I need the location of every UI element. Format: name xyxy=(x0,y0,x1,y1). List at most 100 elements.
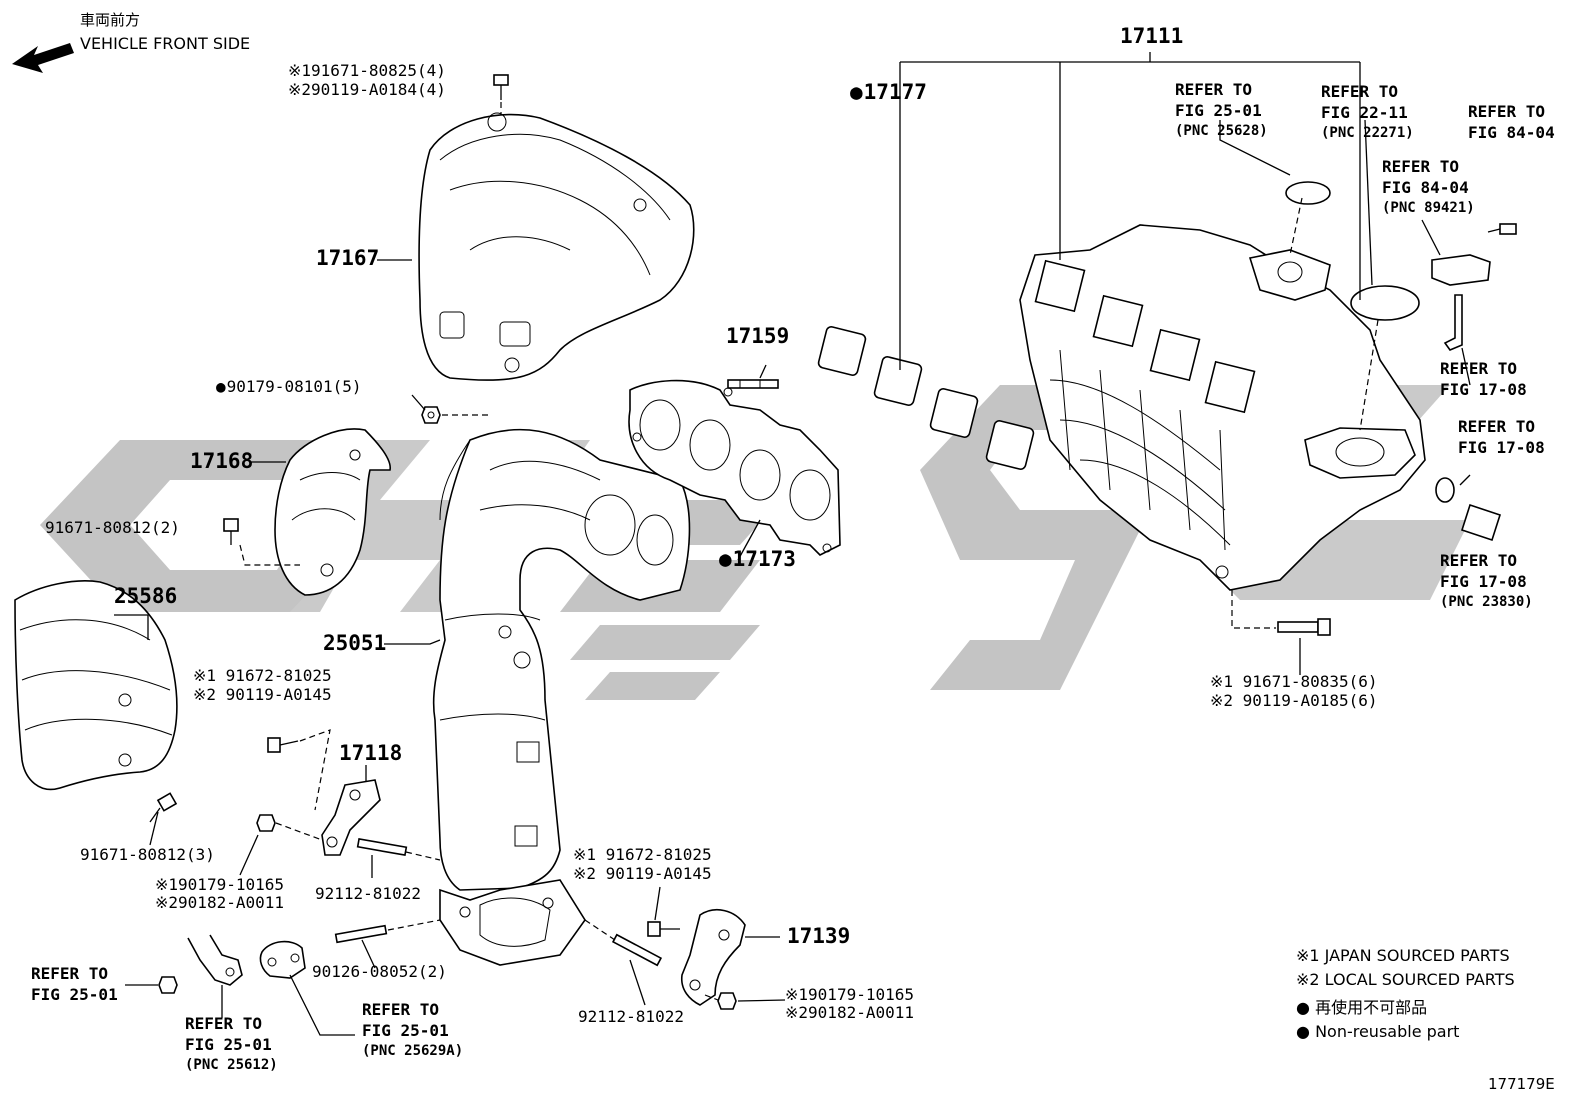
intake-gasket-17177 xyxy=(817,326,1035,470)
clamp-icon xyxy=(187,934,243,986)
front-label-en: VEHICLE FRONT SIDE xyxy=(80,34,251,53)
legend-non-reusable-jp-text: 再使用不可部品 xyxy=(1315,998,1428,1017)
refer-pnc: (PNC 25628) xyxy=(1175,123,1268,139)
stud-icon xyxy=(356,837,408,857)
refer-fig: FIG 17-08 xyxy=(1458,438,1545,457)
refer-line: REFER TO xyxy=(31,964,109,983)
o-ring-icon xyxy=(1350,285,1420,321)
stud-icon xyxy=(611,933,663,967)
fastener-right-bolt-jp[interactable]: ※1 91672-81025 xyxy=(573,845,712,864)
refer-fig-84-04-a[interactable]: REFER TO FIG 84-04 xyxy=(1468,101,1555,143)
exhaust-manifold-converter-25051 xyxy=(432,428,691,966)
refer-fig: FIG 25-01 xyxy=(185,1035,272,1054)
refer-fig: FIG 17-08 xyxy=(1440,380,1527,399)
refer-line: REFER TO xyxy=(362,1000,440,1019)
refer-fig: FIG 22-11 xyxy=(1321,103,1408,122)
refer-line: REFER TO xyxy=(1175,80,1253,99)
fastener-right-bolt-local[interactable]: ※2 90119-A0145 xyxy=(573,864,712,883)
refer-fig: FIG 17-08 xyxy=(1440,572,1527,591)
refer-pnc: (PNC 25629A) xyxy=(362,1043,464,1059)
refer-fig-25-01-b[interactable]: REFER TO FIG 25-01 xyxy=(31,963,118,1005)
refer-fig: FIG 84-04 xyxy=(1468,123,1555,142)
o-ring-icon xyxy=(1285,181,1331,205)
bolt-icon xyxy=(493,74,509,100)
pnc-17173[interactable]: 17173 xyxy=(719,549,796,570)
refer-line: REFER TO xyxy=(1458,417,1536,436)
bracket-17139 xyxy=(680,909,746,1006)
hose-icon xyxy=(1435,477,1502,542)
legend-non-reusable-en: ● Non-reusable part xyxy=(1296,1020,1459,1044)
refer-line: REFER TO xyxy=(185,1014,263,1033)
fastener-left-nut-jp[interactable]: ※190179-10165 xyxy=(155,875,284,894)
refer-line: REFER TO xyxy=(1382,157,1460,176)
bolt-icon xyxy=(267,737,299,753)
stud-icon xyxy=(727,379,779,389)
bolt-icon xyxy=(223,518,239,545)
fastener-left-nut-local[interactable]: ※290182-A0011 xyxy=(155,893,284,912)
figure-id: 177179E xyxy=(1488,1075,1555,1093)
fastener-90179-08101[interactable]: 90179-08101(5) xyxy=(216,377,362,397)
gasket-icon xyxy=(259,940,306,979)
refer-fig: FIG 84-04 xyxy=(1382,178,1469,197)
refer-line: REFER TO xyxy=(1440,359,1518,378)
nut-icon xyxy=(158,976,178,994)
heat-insulator-17167 xyxy=(418,112,695,381)
bolt-icon xyxy=(647,921,680,937)
refer-fig-22-11[interactable]: REFER TO FIG 22-11 (PNC 22271) xyxy=(1321,81,1414,144)
refer-fig: FIG 25-01 xyxy=(362,1021,449,1040)
fastener-intake-jp[interactable]: ※1 91671-80835(6) xyxy=(1210,672,1378,691)
sensor-icon xyxy=(1431,223,1517,351)
refer-fig: FIG 25-01 xyxy=(1175,101,1262,120)
pnc-25051[interactable]: 25051 xyxy=(323,631,387,655)
refer-line: REFER TO xyxy=(1321,82,1399,101)
refer-fig-84-04-b[interactable]: REFER TO FIG 84-04 (PNC 89421) xyxy=(1382,156,1475,219)
pnc-17168[interactable]: 17168 xyxy=(190,449,254,473)
fastener-right-nut-jp[interactable]: ※190179-10165 xyxy=(785,985,914,1004)
fastener-92112-left[interactable]: 92112-81022 xyxy=(315,884,421,903)
pnc-17111[interactable]: 17111 xyxy=(1120,24,1184,48)
fastener-right-nut-local[interactable]: ※290182-A0011 xyxy=(785,1003,914,1022)
pnc-17118[interactable]: 17118 xyxy=(339,741,403,765)
manifold-gasket-17173 xyxy=(628,379,841,556)
nut-icon xyxy=(256,814,276,832)
refer-fig-17-08-a[interactable]: REFER TO FIG 17-08 xyxy=(1440,358,1527,400)
pnc-17167[interactable]: 17167 xyxy=(316,246,380,270)
bracket-17118 xyxy=(321,779,381,856)
refer-fig-17-08-c[interactable]: REFER TO FIG 17-08 (PNC 23830) xyxy=(1440,550,1533,613)
refer-pnc: (PNC 23830) xyxy=(1440,594,1533,610)
stud-icon xyxy=(334,924,388,944)
bolt-icon xyxy=(149,792,178,823)
bolt-icon xyxy=(1277,618,1331,636)
refer-fig-25-01-d[interactable]: REFER TO FIG 25-01 (PNC 25629A) xyxy=(362,999,463,1062)
pnc-17139[interactable]: 17139 xyxy=(787,924,851,948)
fastener-91671-80812-3[interactable]: 91671-80812(3) xyxy=(80,845,215,864)
refer-fig-25-01-a[interactable]: REFER TO FIG 25-01 (PNC 25628) xyxy=(1175,79,1268,142)
refer-fig-17-08-b[interactable]: REFER TO FIG 17-08 xyxy=(1458,416,1545,458)
legend-local-sourced: ※2 LOCAL SOURCED PARTS xyxy=(1296,970,1515,989)
fastener-92112-right[interactable]: 92112-81022 xyxy=(578,1007,684,1026)
refer-pnc: (PNC 25612) xyxy=(185,1057,278,1073)
fastener-top-local[interactable]: ※290119-A0184(4) xyxy=(288,80,446,99)
nut-icon xyxy=(717,992,737,1010)
nut-icon xyxy=(421,406,441,424)
leader-lines xyxy=(114,52,1471,1036)
refer-pnc: (PNC 89421) xyxy=(1382,200,1475,216)
heat-insulator-17168 xyxy=(274,428,391,596)
fastener-91671-80812-2[interactable]: 91671-80812(2) xyxy=(45,518,180,537)
fastener-top-jp[interactable]: ※191671-80825(4) xyxy=(288,61,446,80)
refer-fig-25-01-c[interactable]: REFER TO FIG 25-01 (PNC 25612) xyxy=(185,1013,278,1076)
legend-japan-sourced: ※1 JAPAN SOURCED PARTS xyxy=(1296,946,1510,965)
pnc-25586[interactable]: 25586 xyxy=(114,584,178,608)
fastener-mid-jp[interactable]: ※1 91672-81025 xyxy=(193,666,332,685)
legend-non-reusable-en-text: Non-reusable part xyxy=(1315,1022,1460,1041)
intake-manifold-17111 xyxy=(1019,224,1426,591)
pnc-17159[interactable]: 17159 xyxy=(726,324,790,348)
pnc-17177[interactable]: 17177 xyxy=(850,82,927,103)
fastener-intake-local[interactable]: ※2 90119-A0185(6) xyxy=(1210,691,1378,710)
fastener-90126-08052[interactable]: 90126-08052(2) xyxy=(312,962,447,981)
refer-fig: FIG 25-01 xyxy=(31,985,118,1004)
bullet-dot-icon: ● xyxy=(1296,1022,1310,1041)
fastener-mid-local[interactable]: ※2 90119-A0145 xyxy=(193,685,332,704)
refer-line: REFER TO xyxy=(1468,102,1546,121)
